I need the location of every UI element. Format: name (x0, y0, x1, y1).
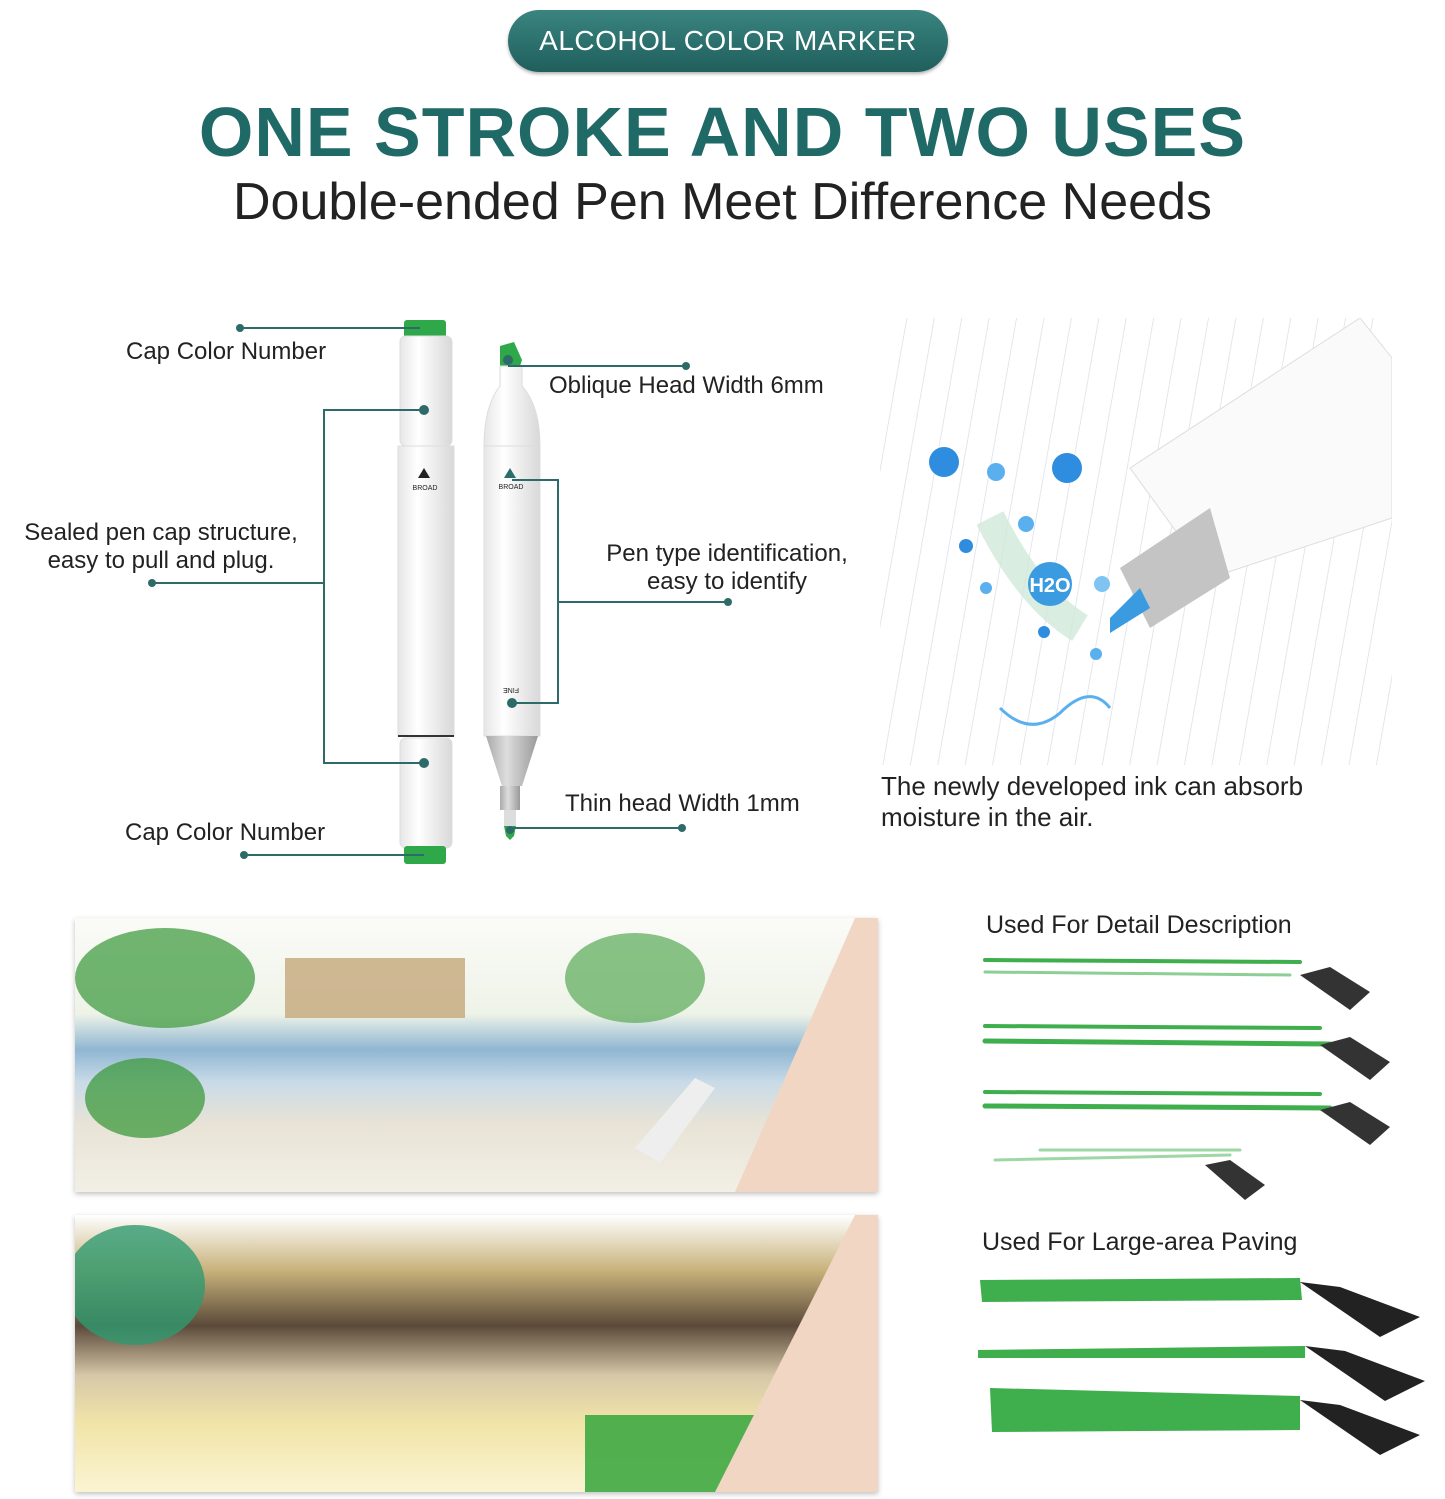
ink-caption: The newly developed ink can absorb moist… (881, 771, 1303, 833)
detail-usage-label: Used For Detail Description (986, 911, 1292, 939)
headline: ONE STROKE AND TWO USES (198, 93, 1247, 171)
ink-caption-line2: moisture in the air. (881, 802, 1094, 832)
paving-usage-label: Used For Large-area Paving (982, 1228, 1298, 1256)
ink-illustration: H2O (929, 318, 1392, 726)
category-badge: ALCOHOL COLOR MARKER (508, 10, 948, 72)
label-sealed-cap-line2: easy to pull and plug. (47, 547, 275, 574)
subheadline: Double-ended Pen Meet Difference Needs (233, 173, 1212, 231)
label-sealed-cap-line1: Sealed pen cap structure, (24, 519, 298, 546)
label-pen-type-line1: Pen type identification, (606, 540, 848, 567)
callout-lines (152, 327, 728, 856)
h2o-label: H2O (1029, 575, 1070, 597)
village-sketch-photo (75, 1215, 878, 1492)
label-cap-color-bottom: Cap Color Number (125, 819, 326, 846)
label-sealed-cap: Sealed pen cap structure, easy to pull a… (2, 519, 320, 575)
broad-tip-icon (504, 468, 516, 478)
label-thin-head: Thin head Width 1mm (565, 790, 800, 817)
ink-caption-line1: The newly developed ink can absorb (881, 771, 1304, 801)
uncapped-marker: BROAD FINE (483, 342, 541, 840)
ink-absorb-photo: H2O (880, 318, 1392, 765)
label-oblique-head: Oblique Head Width 6mm (549, 372, 824, 399)
pen2-fine-mark: FINE (503, 686, 519, 693)
pen2-broad-mark: BROAD (499, 484, 524, 491)
pen1-broad-mark: BROAD (413, 485, 438, 492)
village-sketch-art (75, 1215, 878, 1492)
label-pen-type: Pen type identification, easy to identif… (586, 540, 868, 596)
landscape-sketch-art (75, 918, 878, 1192)
callout-dots (148, 324, 732, 859)
broad-tip-icon (418, 468, 430, 478)
landscape-sketch-photo (75, 918, 878, 1192)
label-pen-type-line2: easy to identify (646, 568, 808, 595)
label-cap-color-top: Cap Color Number (126, 338, 327, 365)
capped-marker: BROAD (397, 320, 455, 864)
